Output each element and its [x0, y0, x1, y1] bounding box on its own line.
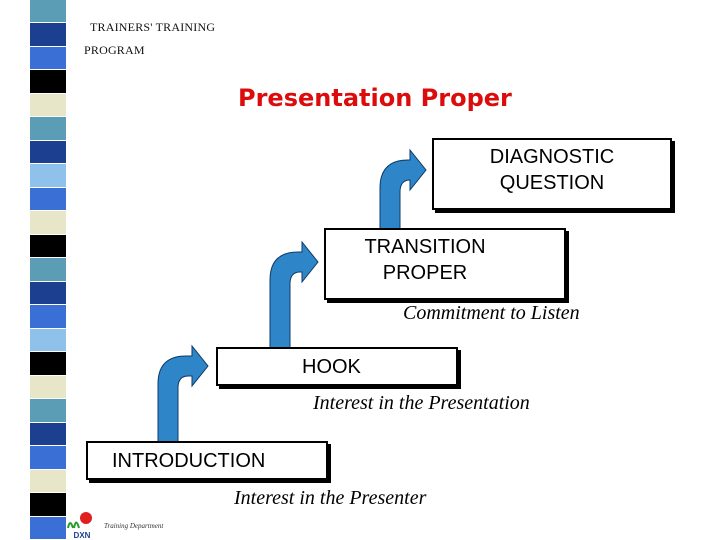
introduction-box: INTRODUCTION	[86, 441, 328, 480]
sidebar-block	[30, 211, 66, 235]
arrow-intro-to-hook	[157, 344, 209, 444]
introduction-label: INTRODUCTION	[112, 449, 266, 472]
sidebar-block	[30, 93, 66, 118]
sidebar-block	[30, 399, 66, 423]
diagnostic-question-box: DIAGNOSTIC QUESTION	[432, 138, 672, 210]
sidebar-block	[30, 258, 66, 282]
sidebar-block	[30, 422, 66, 447]
sidebar-block	[30, 164, 66, 188]
transition-label-line-2: PROPER	[382, 262, 468, 284]
sidebar-block	[30, 305, 66, 329]
sidebar-block	[30, 281, 66, 306]
decorative-sidebar	[30, 0, 66, 540]
sidebar-block	[30, 328, 66, 353]
sidebar-block	[30, 187, 66, 212]
sidebar-block	[30, 46, 66, 71]
sidebar-block	[30, 234, 66, 259]
sidebar-block	[30, 469, 66, 494]
transition-proper-box: TRANSITION PROPER	[324, 228, 566, 300]
sidebar-block	[30, 352, 66, 376]
footer-department: Training Department	[104, 522, 164, 530]
hook-label: HOOK	[302, 355, 361, 378]
hook-box: HOOK	[216, 347, 458, 386]
sidebar-block	[30, 0, 66, 24]
logo-text: DXN	[74, 531, 91, 540]
caption-interest-in-presentation: Interest in the Presentation	[313, 392, 530, 414]
sidebar-block	[30, 70, 66, 94]
sidebar-block	[30, 140, 66, 165]
dxn-logo: DXN	[66, 512, 98, 540]
caption-commitment-to-listen: Commitment to Listen	[403, 302, 580, 324]
diagnostic-label-line-2: QUESTION	[499, 172, 605, 194]
header-line-1: TRAINERS' TRAINING	[90, 20, 216, 34]
header-line-2: PROGRAM	[84, 43, 145, 57]
sidebar-block	[30, 446, 66, 470]
arrow-transition-to-diag	[379, 148, 427, 231]
transition-label-line-1: TRANSITION	[364, 236, 486, 258]
caption-interest-in-presenter: Interest in the Presenter	[234, 487, 427, 509]
diagnostic-label-line-1: DIAGNOSTIC	[489, 146, 615, 168]
sidebar-block	[30, 117, 66, 141]
slide-title: Presentation Proper	[238, 84, 512, 112]
sidebar-block	[30, 23, 66, 47]
arrow-hook-to-transition	[269, 240, 319, 350]
sidebar-block	[30, 375, 66, 400]
sidebar-block	[30, 493, 66, 517]
